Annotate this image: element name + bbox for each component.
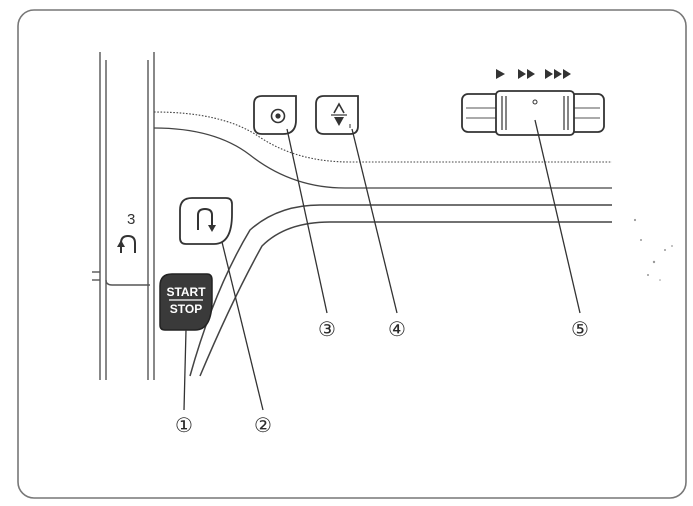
slider-knob[interactable] xyxy=(495,90,575,136)
speed-control-slider[interactable] xyxy=(461,90,605,136)
auto-lock-button[interactable] xyxy=(315,95,359,135)
stop-label: STOP xyxy=(170,302,202,316)
reverse-icon xyxy=(197,207,216,232)
speed-fast-icon xyxy=(545,69,571,79)
speed-slow-icon xyxy=(496,69,505,79)
up-down-arrows-icon xyxy=(331,102,351,128)
speed-indicator-icons xyxy=(496,69,571,79)
needle-up-down-button[interactable] xyxy=(253,95,297,135)
start-label: START xyxy=(166,285,206,299)
callout-5: ⑤ xyxy=(571,317,589,341)
callout-3: ③ xyxy=(318,317,336,341)
reverse-number-label: 3 xyxy=(127,211,135,228)
callout-1: ① xyxy=(175,413,193,437)
reverse-stitch-side-icon: 3 xyxy=(117,211,136,253)
speckle-marks xyxy=(633,218,673,281)
start-stop-button[interactable]: START STOP xyxy=(159,273,213,331)
diagram-frame xyxy=(17,9,687,499)
speed-medium-icon xyxy=(518,69,535,79)
callout-2: ② xyxy=(254,413,272,437)
reverse-button[interactable] xyxy=(179,197,233,245)
callout-leader-lines xyxy=(183,119,581,411)
left-panel-edges xyxy=(92,52,155,380)
callout-4: ④ xyxy=(388,317,406,341)
needle-position-icon xyxy=(270,108,286,124)
